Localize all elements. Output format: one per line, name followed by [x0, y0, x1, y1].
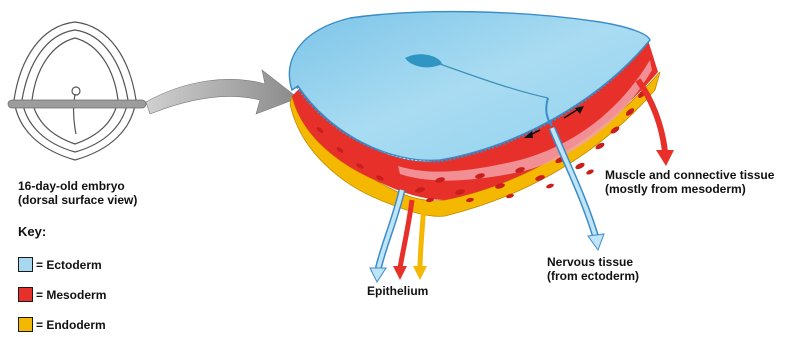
key-label-mesoderm: = Mesoderm [36, 288, 106, 302]
key-label-ectoderm: = Ectoderm [36, 258, 102, 272]
embryo-dorsal-view-icon [14, 22, 136, 160]
muscle-label-line2: (mostly from mesoderm) [605, 182, 774, 196]
nervous-label-line2: (from ectoderm) [547, 269, 639, 283]
sectioning-bar [8, 100, 146, 108]
key-label-endoderm: = Endoderm [36, 318, 106, 332]
key-item-ectoderm: = Ectoderm [18, 257, 102, 272]
key-item-mesoderm: = Mesoderm [18, 287, 106, 302]
muscle-tissue-label: Muscle and connective tissue (mostly fro… [605, 168, 774, 196]
endoderm-swatch [18, 317, 33, 332]
pointer-arrow-icon [146, 70, 298, 114]
embryo-caption-line2: (dorsal surface view) [18, 193, 137, 207]
epithelium-label: Epithelium [367, 284, 428, 298]
key-item-endoderm: = Endoderm [18, 317, 106, 332]
key-title: Key: [18, 224, 46, 239]
mesoderm-swatch [18, 287, 33, 302]
embryo-caption-line1: 16-day-old embryo [18, 179, 137, 193]
nervous-tissue-label: Nervous tissue (from ectoderm) [547, 255, 639, 283]
embryo-caption: 16-day-old embryo (dorsal surface view) [18, 179, 137, 207]
ectoderm-swatch [18, 257, 33, 272]
muscle-label-line1: Muscle and connective tissue [605, 168, 774, 182]
nervous-label-line1: Nervous tissue [547, 255, 639, 269]
muscle-tissue-arrow [638, 80, 674, 166]
